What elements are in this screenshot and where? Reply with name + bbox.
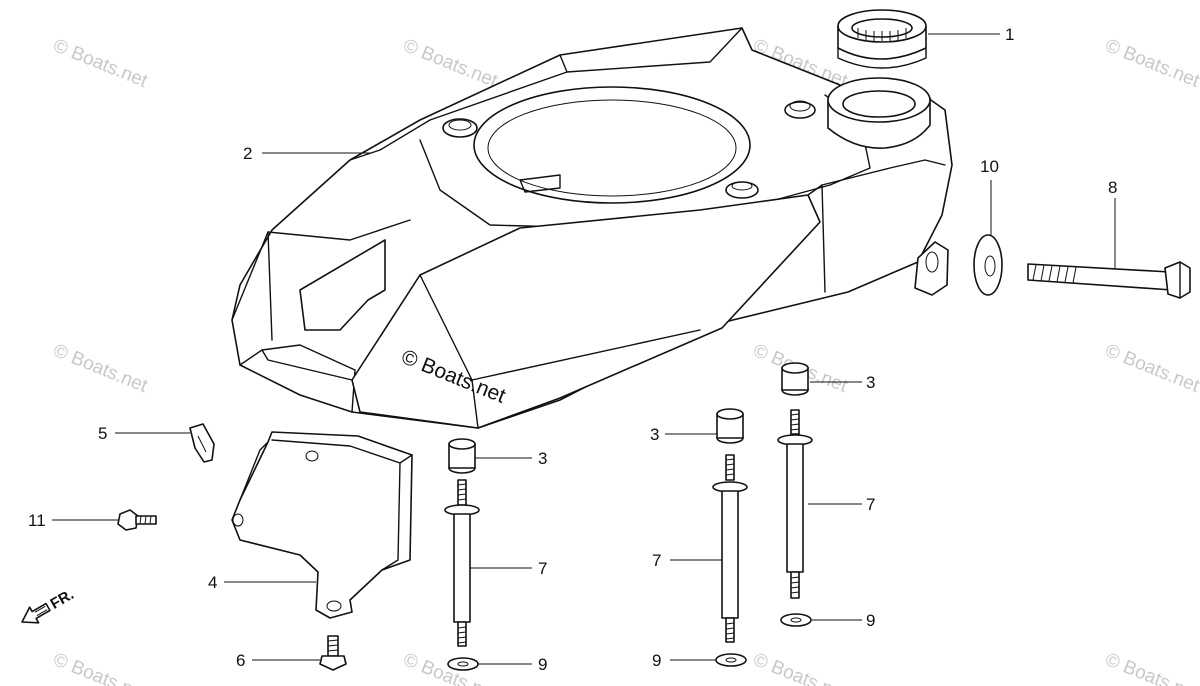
- callout-2: 2: [243, 144, 252, 163]
- stud-7-mid: [712, 454, 748, 643]
- washer-9-mid: [715, 653, 747, 667]
- front-direction-arrow: FR.: [21, 586, 77, 624]
- callout-11: 11: [28, 511, 46, 530]
- boss: [442, 118, 478, 138]
- guard-4: [231, 431, 413, 619]
- boss: [784, 100, 816, 119]
- bolt-8: [1027, 261, 1191, 299]
- callout-9: 9: [652, 651, 661, 670]
- callout-7: 7: [866, 495, 875, 514]
- callout-10: 10: [980, 157, 999, 176]
- leader-lines: [52, 33, 1116, 665]
- callout-5: 5: [98, 424, 107, 443]
- callout-4: 4: [208, 573, 217, 592]
- callout-3: 3: [866, 373, 875, 392]
- watermark-tile: © Boats.net: [50, 649, 151, 686]
- watermark-tile: © Boats.net: [400, 35, 501, 92]
- watermark-tile: © Boats.net: [750, 649, 851, 686]
- watermark-tile: © Boats.net: [1102, 649, 1200, 686]
- collar-3-mid: [716, 408, 744, 444]
- callouts: 1 2 3 3 3 4 5 6 7 7 7 8 9 9 9 10 11: [28, 25, 1117, 674]
- callout-3: 3: [650, 425, 659, 444]
- starter-cup: [837, 9, 927, 69]
- callout-7: 7: [652, 551, 661, 570]
- callout-1: 1: [1005, 25, 1014, 44]
- fan-cover-housing: [231, 27, 953, 429]
- washer-9-right: [780, 613, 812, 627]
- stud-7-left: [444, 479, 480, 647]
- clip-5: [189, 423, 215, 463]
- watermark-tile: © Boats.net: [1102, 35, 1200, 92]
- callout-9: 9: [538, 655, 547, 674]
- stud-7-right: [777, 409, 813, 599]
- washer-9-left: [447, 657, 479, 671]
- boss: [725, 181, 759, 199]
- callout-3: 3: [538, 449, 547, 468]
- bolt-11: [117, 509, 157, 531]
- bolt-6: [319, 635, 347, 671]
- callout-9: 9: [866, 611, 875, 630]
- watermark-tile: © Boats.net: [50, 340, 151, 397]
- callout-6: 6: [236, 651, 245, 670]
- watermark-tile: © Boats.net: [1102, 340, 1200, 397]
- callout-8: 8: [1108, 178, 1117, 197]
- watermark-tile: © Boats.net: [50, 35, 151, 92]
- washer-10: [973, 234, 1003, 296]
- collar-3-left: [448, 438, 476, 474]
- direction-label: FR.: [47, 586, 76, 613]
- collar-3-right: [781, 362, 809, 396]
- callout-7: 7: [538, 559, 547, 578]
